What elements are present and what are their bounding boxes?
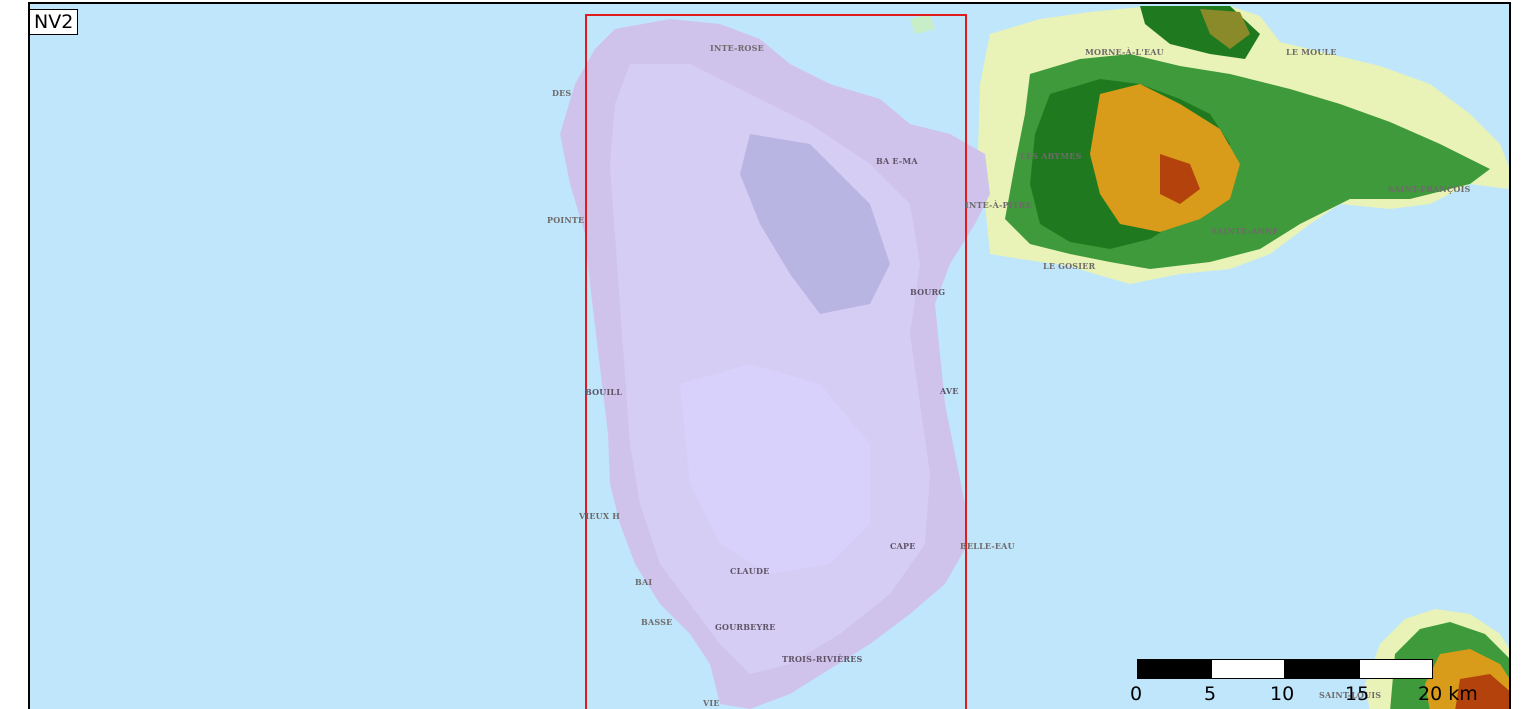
level-label: NV2 xyxy=(29,9,79,35)
town-sainte-anne: SAINTE-ANNE xyxy=(1211,226,1279,236)
town-petit-bourg: BOURG xyxy=(910,287,946,297)
town-goyave: AVE xyxy=(940,386,959,396)
town-bouillante: BOUILL xyxy=(585,387,623,397)
town-les-abymes: LES ABYMES xyxy=(1020,151,1082,161)
town-le-moule: LE MOULE xyxy=(1286,47,1337,57)
town-baie-mahault: BA E-MA xyxy=(876,156,918,166)
south-east-island xyxy=(1365,609,1509,709)
roi-rectangle xyxy=(585,14,967,709)
grande-terre-island xyxy=(910,6,1509,284)
scale-segment xyxy=(1285,659,1359,679)
map-canvas[interactable]: INTE-ROSE DES BA E-MA POINTE BOURG BOUIL… xyxy=(28,2,1511,709)
scale-tick-20km: 20 km xyxy=(1418,683,1478,705)
town-vieux-fort: VIE xyxy=(703,698,720,708)
town-sainte-rose: INTE-ROSE xyxy=(710,43,764,53)
town-saint-louis: SAINT-LOUIS xyxy=(1319,690,1382,700)
scale-segment xyxy=(1137,659,1211,679)
scale-segment xyxy=(1359,659,1433,679)
town-saint-claude: CLAUDE xyxy=(730,566,770,576)
town-pointe-a-pitre: INTE-À-PITRE xyxy=(965,200,1032,210)
town-basse-terre: BASSE xyxy=(641,617,673,627)
town-baillif: BAI xyxy=(635,577,653,587)
town-belle-eau: BELLE-EAU xyxy=(960,541,1015,551)
scale-segment xyxy=(1211,659,1285,679)
town-vieux-habitants: VIEUX H xyxy=(579,511,620,521)
scale-tick-5: 5 xyxy=(1204,683,1217,705)
scale-tick-10: 10 xyxy=(1270,683,1295,705)
town-deshaies: DES xyxy=(552,88,572,98)
town-capesterre: CAPE xyxy=(890,541,916,551)
scale-tick-15: 15 xyxy=(1345,683,1370,705)
basse-terre-island xyxy=(560,19,990,709)
town-saint-francois: SAINT-FRANÇOIS xyxy=(1388,184,1471,194)
town-gourbeyre: GOURBEYRE xyxy=(715,622,776,632)
terrain-map xyxy=(560,6,1509,709)
town-morne-a-leau: MORNE-À-L'EAU xyxy=(1085,47,1164,57)
scale-tick-0: 0 xyxy=(1130,683,1143,705)
town-le-gosier: LE GOSIER xyxy=(1043,261,1096,271)
town-pointe-noire: POINTE xyxy=(547,215,585,225)
town-trois-rivieres: TROIS-RIVIÈRES xyxy=(782,654,863,664)
